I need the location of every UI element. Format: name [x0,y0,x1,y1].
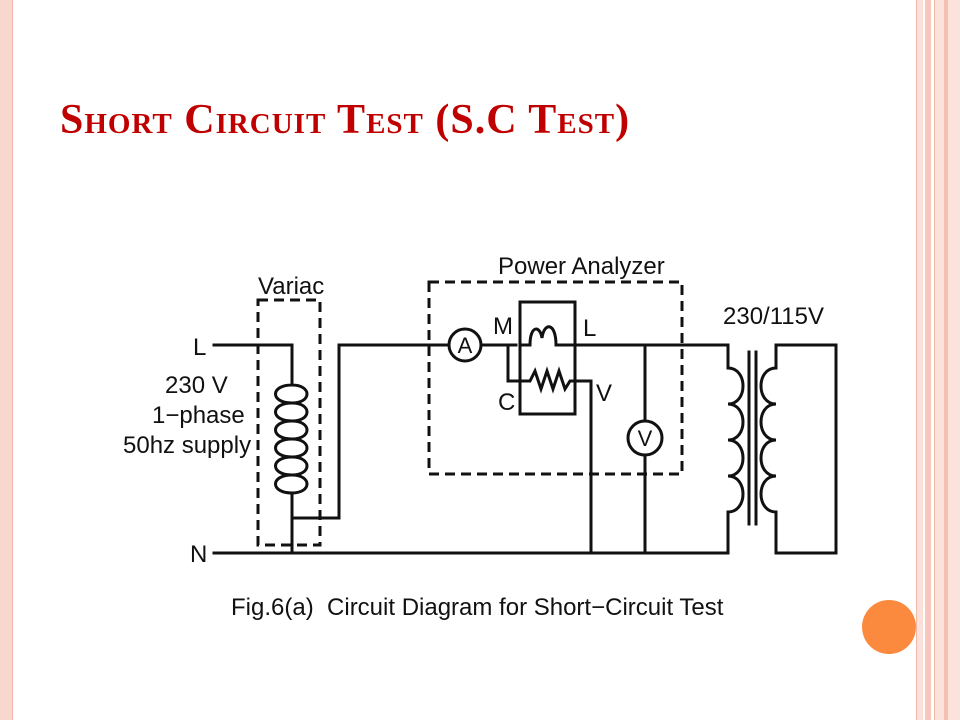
transformer-primary-winding [726,366,745,514]
figure-caption: Fig.6(a) Circuit Diagram for Short−Circu… [231,594,724,621]
terminal-v-label: V [596,380,612,407]
wattmeter-pressure-coil [518,366,577,394]
supply-voltage-label: 230 V [165,372,228,399]
orange-circle-decoration [862,600,916,654]
voltmeter-label: V [638,426,653,451]
wattmeter-box [518,300,577,416]
terminal-l-label: L [583,315,596,342]
ammeter-circle [447,327,483,363]
slide-right-stripe [916,0,923,720]
slide-right-stripe [944,0,948,720]
neutral-label: N [190,541,207,568]
supply-frequency-label: 50hz supply [123,432,251,459]
slide-right-stripe [925,0,931,720]
voltmeter-circle [626,419,664,457]
line-label: L [193,334,206,361]
variac-label: Variac [258,273,324,300]
transformer-rating-label: 230/115V [723,303,824,330]
variac-coil [274,383,309,495]
ammeter-label: A [458,333,473,358]
terminal-m-label: M [493,313,513,340]
terminal-c-label: C [498,389,515,416]
transformer-secondary-winding [759,366,778,514]
slide-title: Short Circuit Test (S.C Test) [60,97,631,143]
supply-phase-label: 1−phase [152,402,245,429]
wattmeter-current-coil [518,325,577,347]
variac-dashed-box [256,298,322,547]
slide-left-border [0,0,13,720]
power-analyzer-dashed-box [427,280,684,476]
power-analyzer-label: Power Analyzer [498,253,665,280]
